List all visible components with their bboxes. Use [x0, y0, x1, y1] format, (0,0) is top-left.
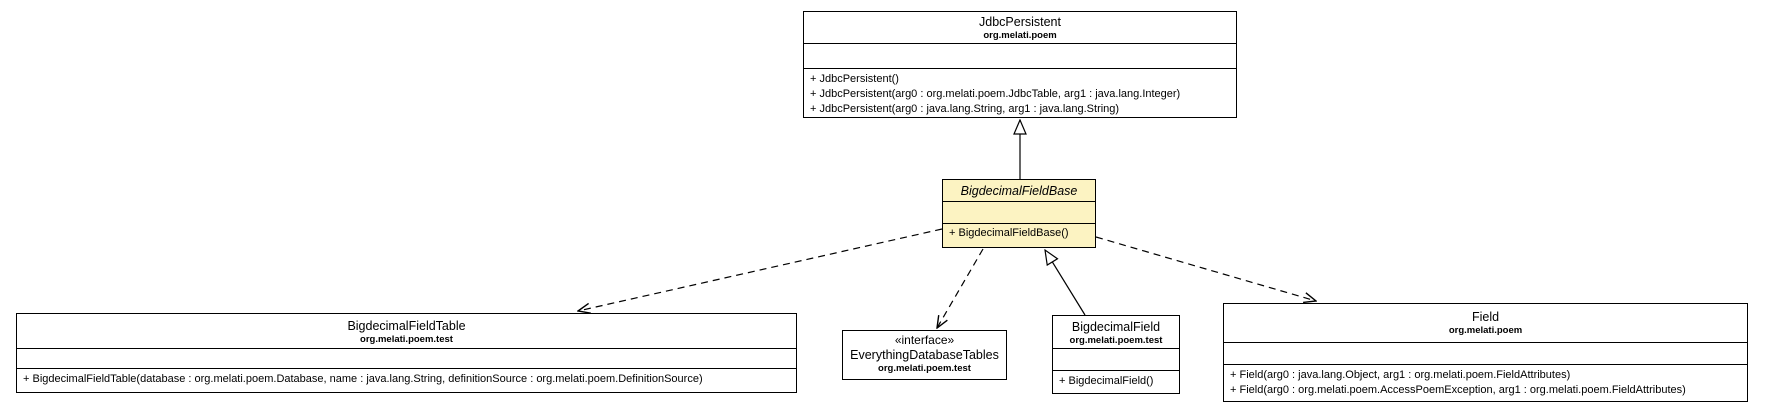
fields-compartment — [943, 202, 1095, 224]
class-box-everythingdatabasetables[interactable]: «interface» EverythingDatabaseTables org… — [842, 330, 1007, 380]
method-signature: + JdbcPersistent(arg0 : org.melati.poem.… — [810, 88, 1181, 100]
dependency-arrow-bigdecimalfieldbase-to-bigdecimalfieldtable — [578, 228, 943, 311]
class-title-compartment: BigdecimalField org.melati.poem.test — [1053, 316, 1179, 349]
class-name: BigdecimalFieldTable — [347, 319, 466, 333]
method-signature: + JdbcPersistent(arg0 : java.lang.String… — [810, 103, 1120, 115]
class-package: org.melati.poem.test — [1069, 335, 1163, 346]
generalization-arrow-bigdecimalfield-to-bigdecimalfieldbase — [1045, 250, 1086, 316]
methods-compartment: + Field(arg0 : java.lang.Object, arg1 : … — [1224, 365, 1747, 401]
method-signature: + Field(arg0 : org.melati.poem.AccessPoe… — [1230, 384, 1686, 396]
class-name: Field — [1471, 310, 1500, 324]
class-box-bigdecimalfieldtable[interactable]: BigdecimalFieldTable org.melati.poem.tes… — [16, 313, 797, 393]
class-title-compartment: JdbcPersistent org.melati.poem — [804, 12, 1236, 44]
method-signature: + JdbcPersistent() — [810, 73, 899, 85]
method-signature: + BigdecimalField() — [1059, 375, 1154, 387]
class-name: JdbcPersistent — [979, 15, 1061, 29]
methods-compartment: + BigdecimalFieldTable(database : org.me… — [17, 369, 796, 392]
methods-compartment: + BigdecimalFieldBase() — [943, 224, 1095, 247]
class-box-jdbcpersistent[interactable]: JdbcPersistent org.melati.poem + JdbcPer… — [803, 11, 1237, 118]
method-signature: + Field(arg0 : java.lang.Object, arg1 : … — [1230, 369, 1571, 381]
class-title-compartment: «interface» EverythingDatabaseTables org… — [843, 331, 1006, 379]
class-title-compartment: Field org.melati.poem — [1224, 304, 1747, 343]
class-name: BigdecimalFieldBase — [960, 184, 1078, 198]
class-box-field[interactable]: Field org.melati.poem + Field(arg0 : jav… — [1223, 303, 1748, 402]
class-package: org.melati.poem — [983, 30, 1057, 41]
class-package: org.melati.poem.test — [878, 363, 971, 374]
methods-compartment: + JdbcPersistent() + JdbcPersistent(arg0… — [804, 69, 1236, 117]
class-title-compartment: BigdecimalFieldTable org.melati.poem.tes… — [17, 314, 796, 349]
class-box-bigdecimalfieldbase[interactable]: BigdecimalFieldBase + BigdecimalFieldBas… — [942, 179, 1096, 248]
fields-compartment — [17, 349, 796, 369]
method-signature: + BigdecimalFieldTable(database : org.me… — [23, 373, 703, 385]
dependency-arrow-bigdecimalfieldbase-to-everythingdatabasetables — [937, 248, 984, 328]
fields-compartment — [804, 44, 1236, 69]
fields-compartment — [1224, 343, 1747, 365]
class-box-bigdecimalfield[interactable]: BigdecimalField org.melati.poem.test + B… — [1052, 315, 1180, 394]
methods-compartment: + BigdecimalField() — [1053, 371, 1179, 393]
class-package: org.melati.poem — [1448, 325, 1523, 336]
class-name: EverythingDatabaseTables — [850, 348, 999, 362]
fields-compartment — [1053, 349, 1179, 371]
class-title-compartment: BigdecimalFieldBase — [943, 180, 1095, 202]
method-signature: + BigdecimalFieldBase() — [949, 227, 1069, 239]
class-package: org.melati.poem.test — [360, 334, 453, 345]
class-stereotype: «interface» — [894, 333, 955, 347]
class-name: BigdecimalField — [1071, 320, 1161, 334]
dependency-arrow-bigdecimalfieldbase-to-field — [1095, 236, 1316, 301]
